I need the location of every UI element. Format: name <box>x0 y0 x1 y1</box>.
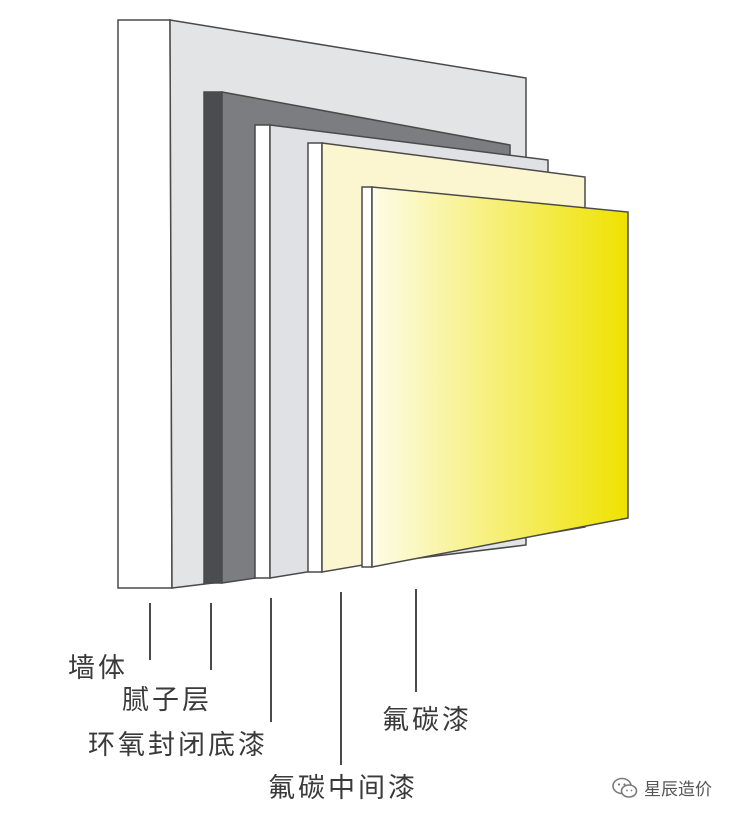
wechat-icon <box>612 777 638 799</box>
label-putty: 腻子层 <box>122 685 212 716</box>
watermark-text: 星辰造价 <box>644 780 712 800</box>
middle-coat-side <box>307 142 323 573</box>
label-middle-coat: 氟碳中间漆 <box>268 773 418 804</box>
primer-side <box>254 124 271 579</box>
watermark: 星辰造价 <box>612 775 712 800</box>
label-primer: 环氧封闭底漆 <box>88 730 268 761</box>
putty-side <box>203 91 223 584</box>
wall-side <box>117 19 173 589</box>
label-top-coat: 氟碳漆 <box>382 705 472 736</box>
label-wall: 墙体 <box>68 653 128 684</box>
top-coat-front <box>371 186 629 568</box>
top-coat-layer <box>361 186 629 568</box>
leader-lines <box>149 589 417 765</box>
top-coat-side <box>361 186 373 568</box>
